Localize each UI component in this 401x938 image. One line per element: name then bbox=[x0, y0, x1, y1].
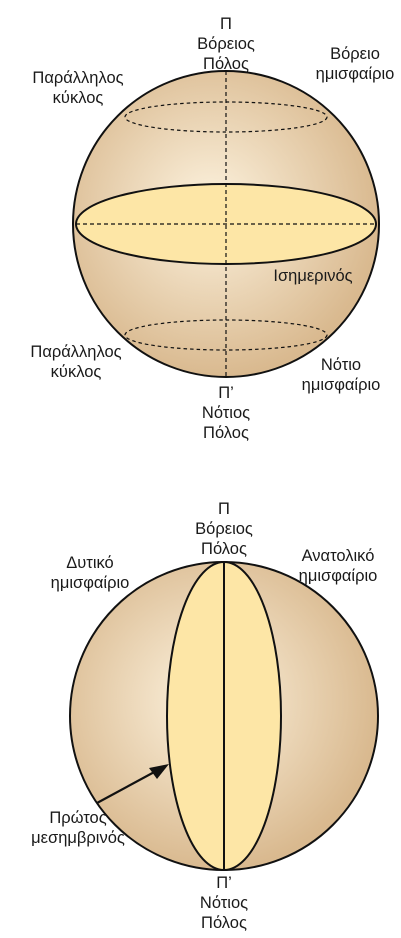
label-line: Βόρειο bbox=[330, 45, 380, 63]
south-pole-word: Πόλος bbox=[201, 914, 247, 932]
label-line: Παράλληλος bbox=[32, 69, 124, 87]
label-line: Παράλληλος bbox=[30, 343, 122, 361]
parallel-circle-bottom-label: Παράλληλος κύκλος bbox=[16, 342, 136, 382]
north-pole-symbol: Π bbox=[220, 15, 232, 33]
southern-hemisphere-label: Νότιο ημισφαίριο bbox=[286, 355, 396, 395]
label-line: Πρώτος bbox=[49, 809, 107, 827]
southern-parallel-circle bbox=[124, 319, 328, 351]
equator-globe bbox=[72, 70, 380, 378]
label-line: Νότιο bbox=[320, 356, 362, 374]
label-line: κύκλος bbox=[50, 363, 102, 381]
south-pole-word: Νότιος bbox=[199, 894, 249, 912]
south-pole-word: Νότιος bbox=[201, 404, 251, 422]
eastern-hemisphere-label: Ανατολικό ημισφαίριο bbox=[278, 546, 398, 586]
label-line: ημισφαίριο bbox=[315, 65, 395, 83]
western-hemisphere-label: Δυτικό ημισφαίριο bbox=[30, 553, 150, 593]
south-pole-word: Πόλος bbox=[203, 424, 249, 442]
north-pole-word: Πόλος bbox=[201, 540, 247, 558]
label-line: Δυτικό bbox=[66, 554, 114, 572]
north-pole-symbol: Π bbox=[218, 500, 230, 518]
arrow-head bbox=[149, 764, 169, 779]
south-pole-label: Π’ Νότιος Πόλος bbox=[176, 383, 276, 443]
northern-hemisphere-label: Βόρειο ημισφαίριο bbox=[295, 44, 401, 84]
label-line: κύκλος bbox=[52, 89, 104, 107]
south-pole-symbol: Π’ bbox=[216, 874, 232, 892]
prime-meridian-label: Πρώτος μεσημβρινός bbox=[8, 808, 148, 848]
prime-meridian-arrow bbox=[96, 769, 159, 804]
label-line: ημισφαίριο bbox=[298, 567, 378, 585]
parallel-circle-top-label: Παράλληλος κύκλος bbox=[18, 68, 138, 108]
label-line: μεσημβρινός bbox=[31, 829, 125, 847]
north-pole-word: Βόρειος bbox=[197, 35, 255, 53]
label-line: ημισφαίριο bbox=[301, 376, 381, 394]
north-pole-label: Π Βόρειος Πόλος bbox=[174, 499, 274, 559]
south-pole-label: Π’ Νότιος Πόλος bbox=[174, 873, 274, 933]
label-line: ημισφαίριο bbox=[50, 574, 130, 592]
north-pole-word: Πόλος bbox=[203, 55, 249, 73]
north-pole-word: Βόρειος bbox=[195, 520, 253, 538]
label-line: Ανατολικό bbox=[301, 547, 375, 565]
meridian-globe bbox=[69, 561, 379, 871]
label-line: Ισημερινός bbox=[273, 267, 353, 285]
south-pole-symbol: Π’ bbox=[218, 384, 234, 402]
north-pole-label: Π Βόρειος Πόλος bbox=[176, 14, 276, 74]
northern-parallel-circle bbox=[124, 101, 328, 133]
equator-label: Ισημερινός bbox=[248, 266, 378, 286]
